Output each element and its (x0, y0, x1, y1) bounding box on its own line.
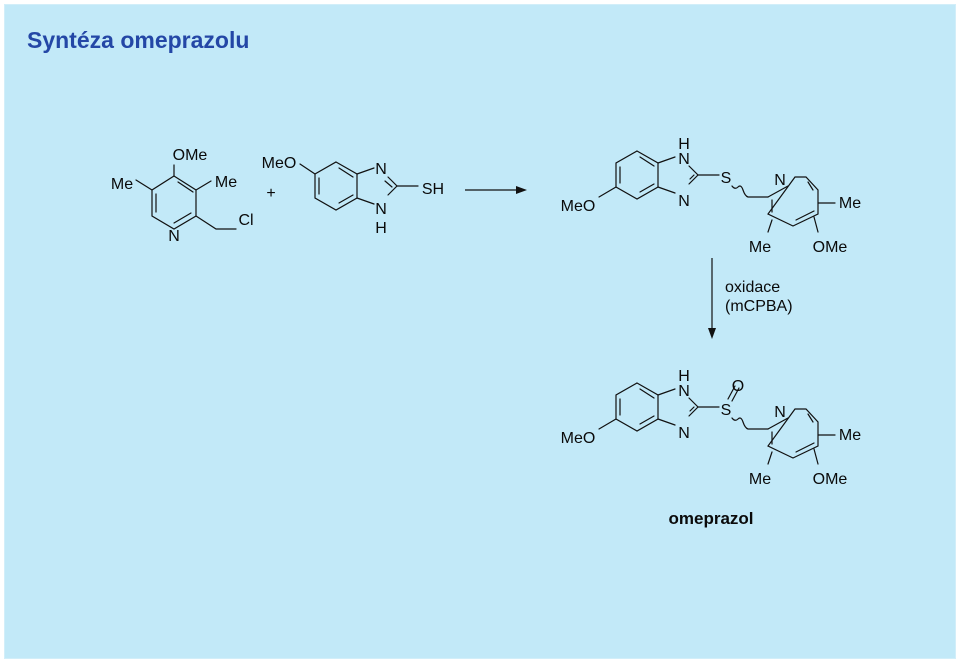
product-h-label: H (678, 368, 690, 385)
product-omeprazole: H N N MeO S O N Me Me OMe (561, 368, 862, 488)
intermediate-pyridine-n-label: N (774, 172, 786, 189)
intermediate-s-label: S (721, 170, 732, 187)
intermediate-sulfide: H N N MeO S N Me Me OMe (561, 136, 862, 256)
product-s-label: S (721, 402, 732, 419)
cl-label: Cl (238, 212, 253, 229)
imidazole-h-label: H (375, 220, 387, 237)
reactant-mercaptobenzimidazole: MeO N N H SH (262, 155, 444, 237)
product-ome-label: OMe (813, 471, 848, 488)
plus-sign: + (266, 185, 275, 202)
intermediate-n-label: N (678, 193, 690, 210)
intermediate-me-bottom-label: Me (749, 239, 771, 256)
reactant-chloromethylpyridine: OMe Me Me N Cl (111, 147, 254, 245)
product-meo-label: MeO (561, 430, 596, 447)
product-o-label: O (732, 378, 744, 395)
reaction-arrow-coupling (465, 186, 527, 194)
ome-label: OMe (173, 147, 208, 164)
me-left-label: Me (111, 176, 133, 193)
slide-background: Syntéza omeprazolu (4, 4, 956, 659)
product-n-label: N (678, 425, 690, 442)
intermediate-ome-label: OMe (813, 239, 848, 256)
imidazole-nh-label: N (375, 201, 387, 218)
reaction-arrow-oxidation (708, 258, 716, 339)
intermediate-me-right-label: Me (839, 195, 861, 212)
benzimidazole-bonds (299, 161, 419, 211)
oxidation-condition-line1: oxidace (725, 279, 780, 296)
product-name-label: omeprazol (668, 509, 753, 528)
page-title: Syntéza omeprazolu (27, 27, 250, 53)
intermediate-bonds (598, 150, 836, 233)
pyridine-ring-bonds (135, 164, 237, 230)
product-nh-label: N (678, 383, 690, 400)
oxidation-condition-line2: (mCPBA) (725, 298, 793, 315)
intermediate-nh-label: N (678, 151, 690, 168)
me-right-label: Me (215, 174, 237, 191)
imidazole-n-top-label: N (375, 161, 387, 178)
product-bonds (598, 382, 836, 465)
product-pyridine-n-label: N (774, 404, 786, 421)
sh-label: SH (422, 181, 444, 198)
intermediate-meo-label: MeO (561, 198, 596, 215)
product-me-right-label: Me (839, 427, 861, 444)
intermediate-h-label: H (678, 136, 690, 153)
meo-label: MeO (262, 155, 297, 172)
pyridine-n-label: N (168, 228, 180, 245)
product-me-bottom-label: Me (749, 471, 771, 488)
